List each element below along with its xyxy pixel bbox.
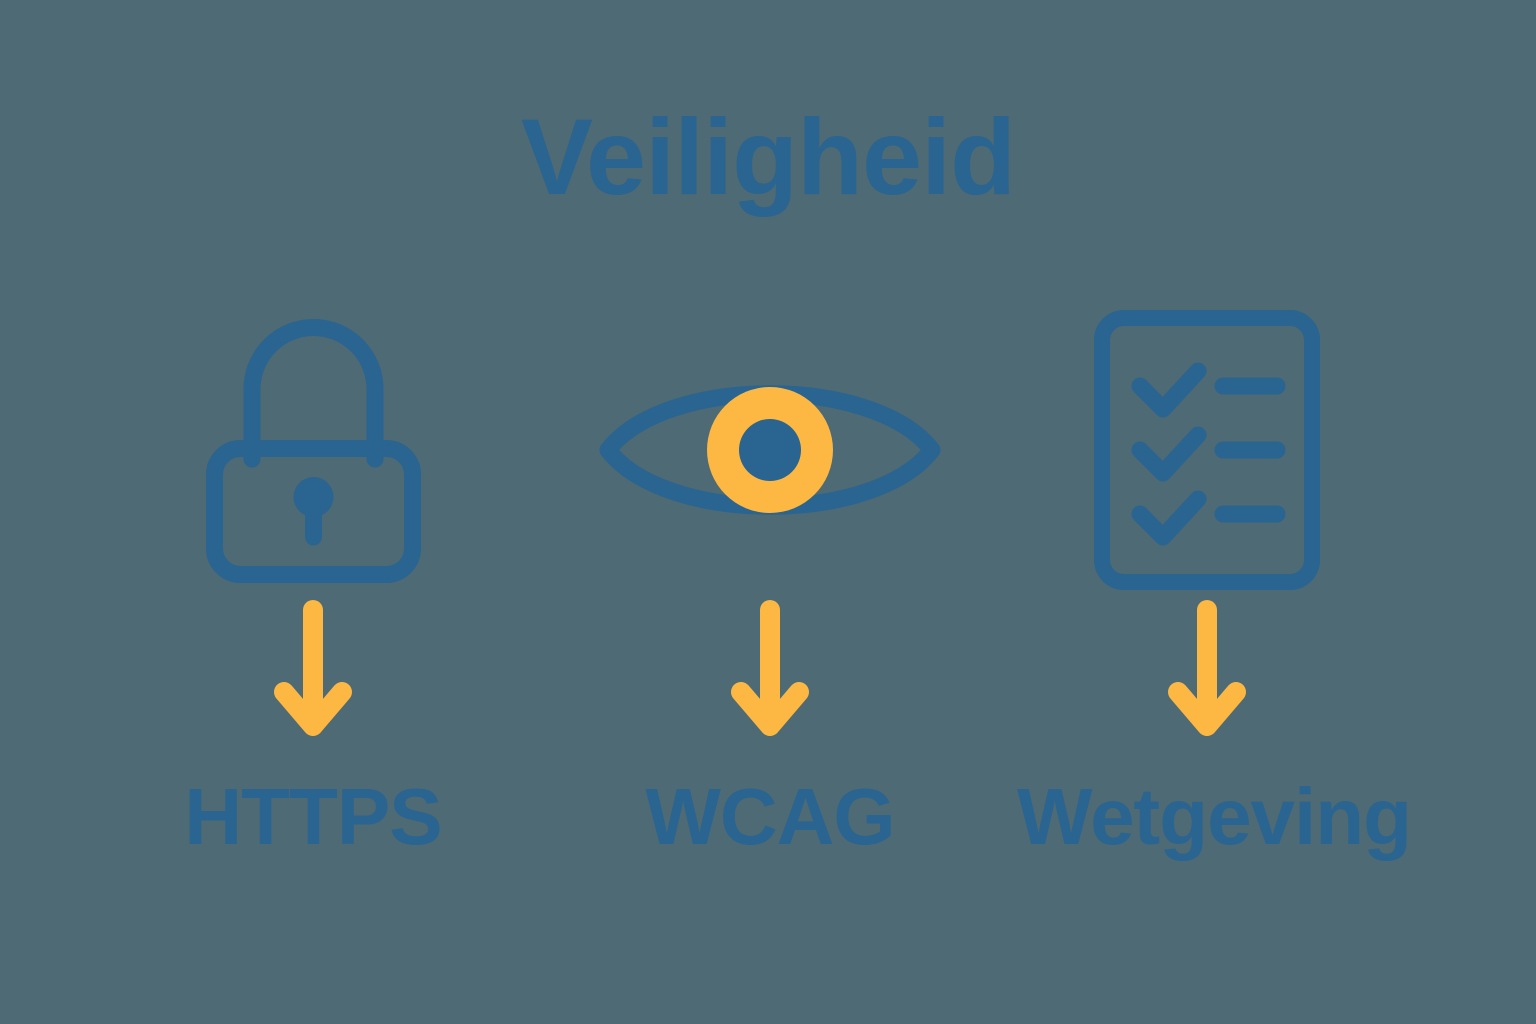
label-wetgeving: Wetgeving	[1017, 772, 1412, 861]
column-wetgeving: Wetgeving	[1017, 300, 1412, 880]
label-wcag: WCAG	[645, 772, 895, 861]
eye-icon	[599, 385, 941, 515]
lock-icon-slot	[123, 300, 503, 600]
eye-icon-slot	[580, 300, 960, 600]
lock-icon	[205, 319, 421, 583]
checklist-document-icon	[1094, 310, 1320, 590]
column-https: HTTPS	[123, 300, 503, 880]
checklist-document-icon-slot	[1017, 300, 1397, 600]
arrow-slot-wcag	[580, 600, 960, 750]
column-wcag: WCAG	[580, 300, 960, 880]
down-arrow-icon	[1168, 600, 1246, 736]
label-https: HTTPS	[184, 772, 442, 861]
page-title: Veiligheid	[520, 96, 1016, 217]
down-arrow-icon	[731, 600, 809, 736]
arrow-slot-https	[123, 600, 503, 750]
down-arrow-icon	[274, 600, 352, 736]
arrow-slot-wetgeving	[1017, 600, 1397, 750]
